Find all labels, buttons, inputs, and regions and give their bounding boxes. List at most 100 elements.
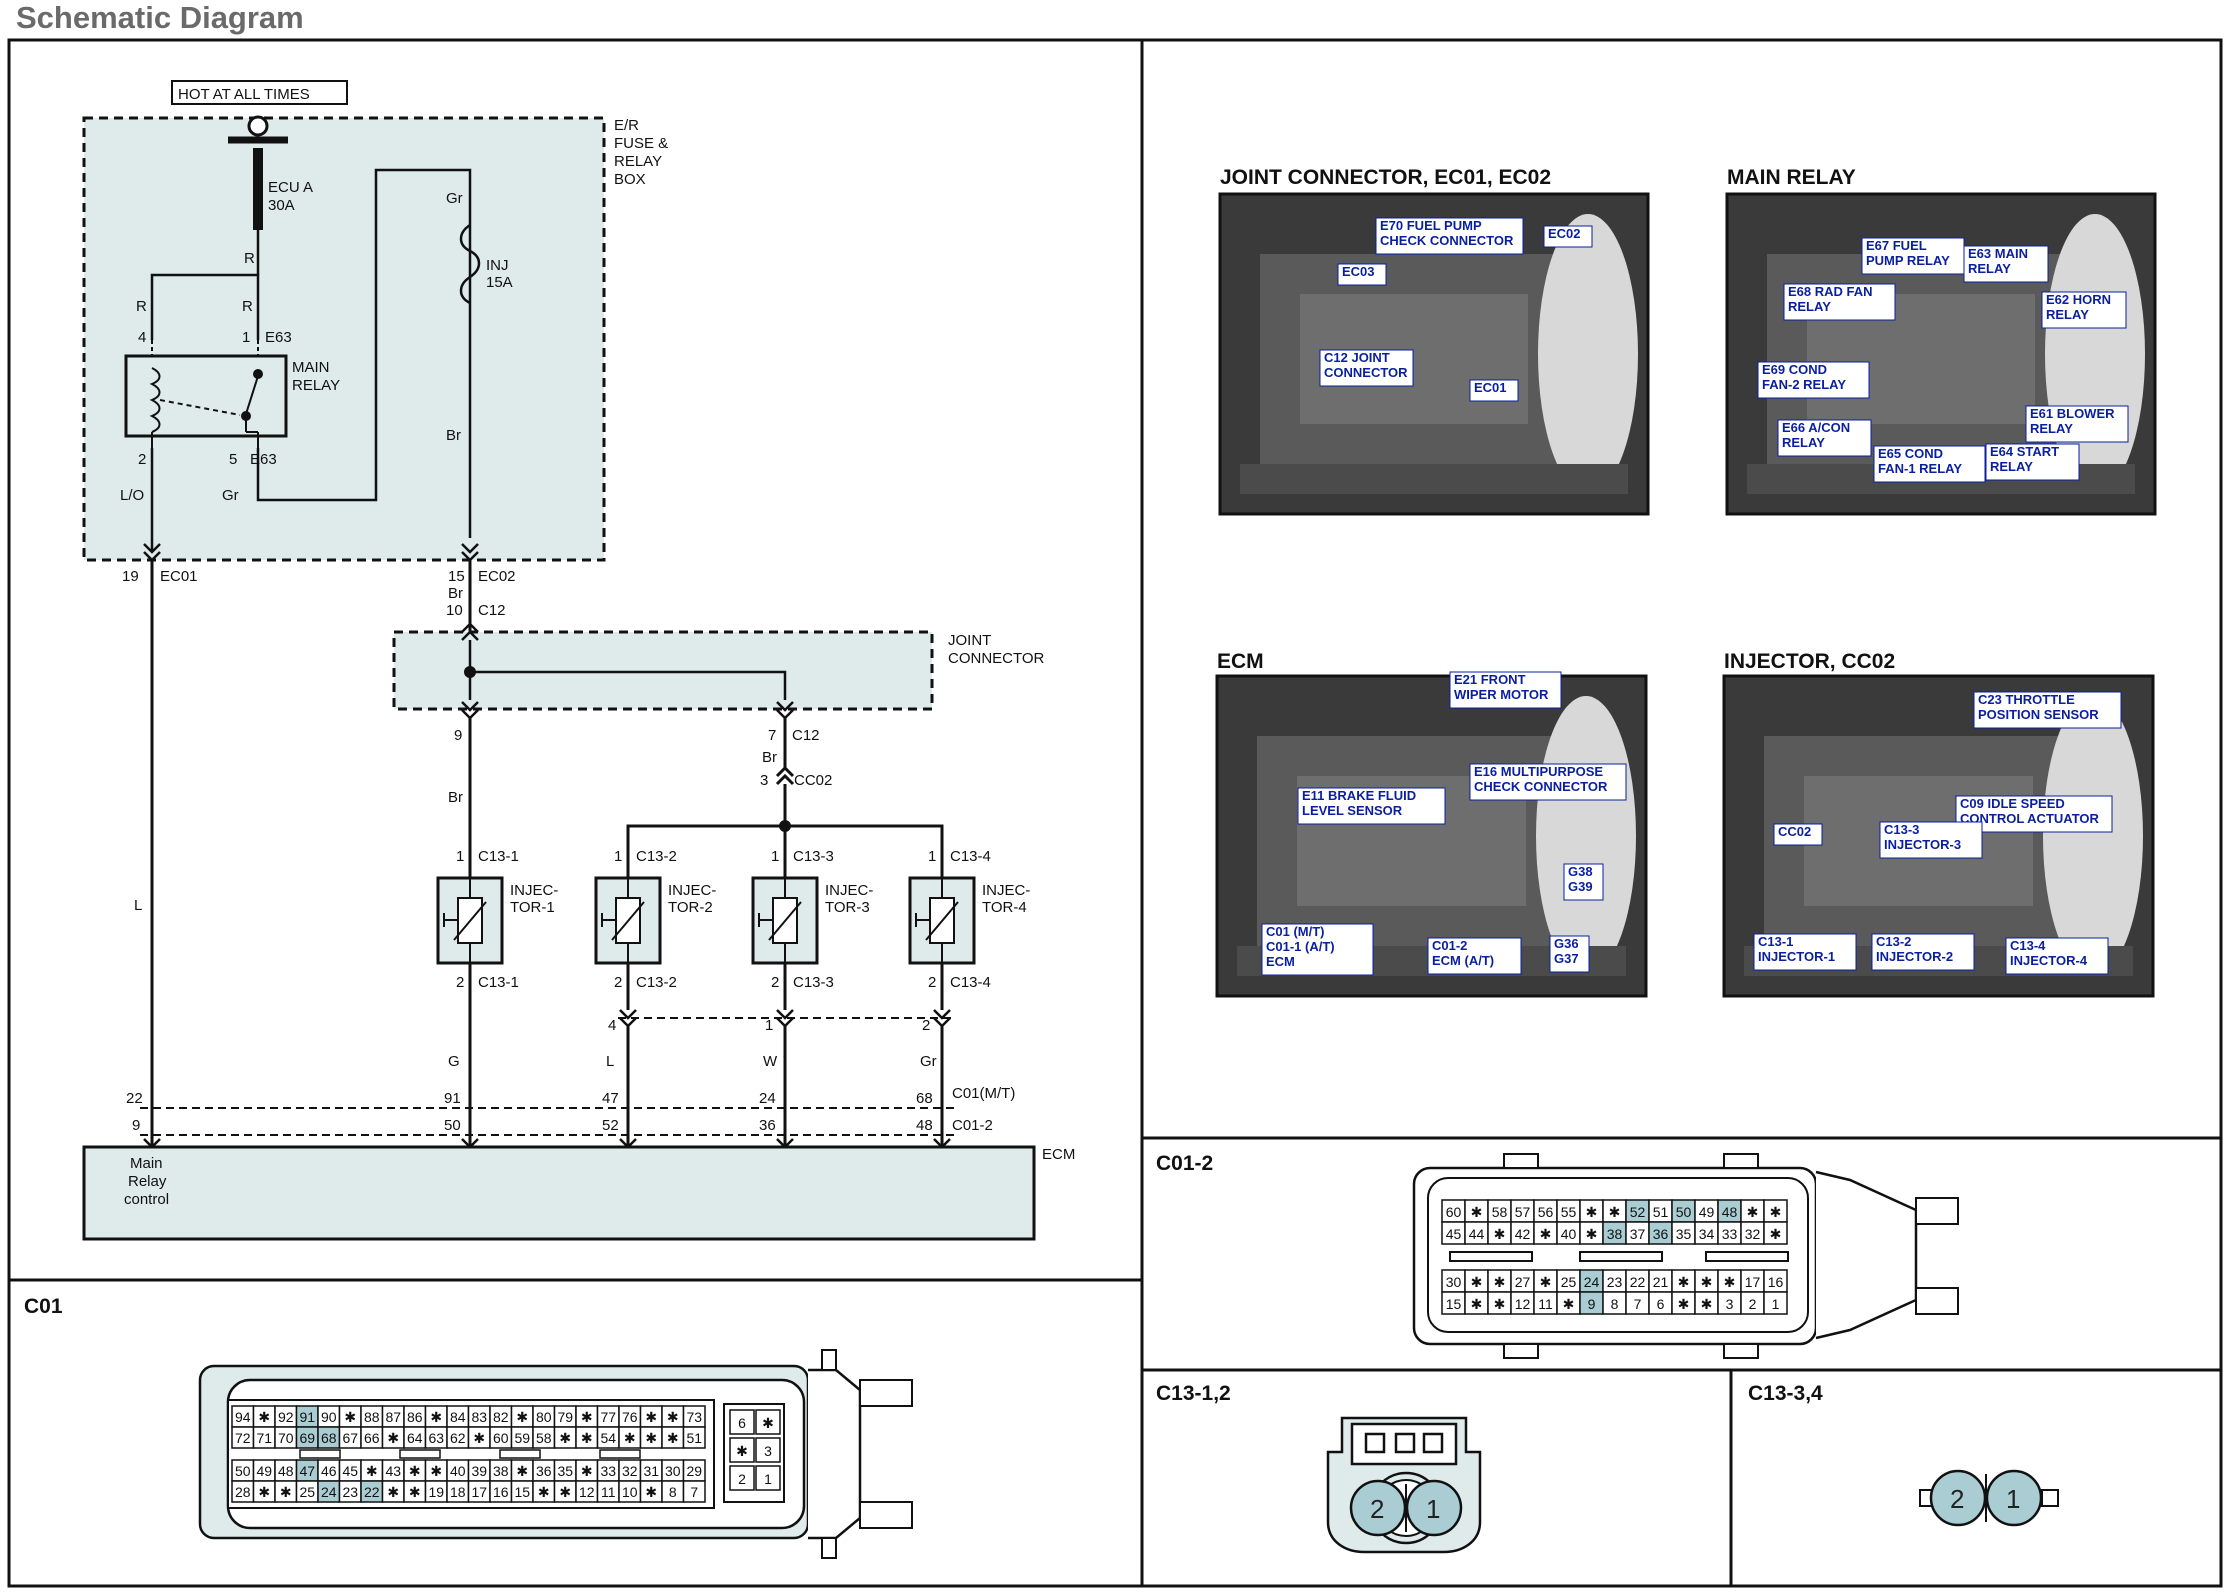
- pin-number: 72: [235, 1430, 251, 1446]
- c12-pin: 10: [446, 602, 463, 619]
- joint-connector-box: [392, 630, 934, 711]
- pin-number: 18: [450, 1484, 466, 1500]
- main-relay-control-3: control: [124, 1191, 169, 1208]
- c01-2-title: C01-2: [1156, 1152, 1213, 1175]
- pin-number: 37: [1630, 1226, 1646, 1242]
- photo-callout-box: [1861, 237, 1965, 275]
- pin-number: 7: [690, 1484, 698, 1500]
- photo-callout-box: [1773, 823, 1823, 846]
- pin-number: 71: [256, 1430, 272, 1446]
- injector-bottom-pin: 2: [456, 974, 464, 991]
- photo-callout-text: E69 COND: [1762, 362, 1827, 377]
- main-relay-label-2: RELAY: [292, 377, 340, 394]
- photo-callout-text: G37: [1554, 951, 1579, 966]
- pin-number: ✱: [736, 1443, 748, 1459]
- pin-number: 90: [321, 1409, 337, 1425]
- cc02-splice-dot: [779, 820, 791, 832]
- pin-number: 9: [1588, 1296, 1596, 1312]
- ecm-main-pin-b: 9: [132, 1117, 140, 1134]
- pin-number: 30: [665, 1463, 681, 1479]
- pin-number: ✱: [1770, 1204, 1782, 1220]
- injector-bottom-pin: 2: [771, 974, 779, 991]
- pin-number: 67: [342, 1430, 358, 1446]
- injector-wire-color: W: [763, 1053, 778, 1070]
- photo-callout-box: [1261, 923, 1374, 976]
- photo-callout-box: [1549, 935, 1590, 973]
- pin-number: 1: [1772, 1296, 1780, 1312]
- ecm-label: ECM: [1042, 1146, 1075, 1163]
- photo-callout-text: PUMP RELAY: [1866, 253, 1950, 268]
- photo-callout-box: [1873, 445, 1986, 483]
- pin-number: 82: [493, 1409, 509, 1425]
- photo-callout-text: RELAY: [2030, 421, 2073, 436]
- pin-number: 16: [1768, 1274, 1784, 1290]
- pin-number: ✱: [387, 1484, 399, 1500]
- pin-number: ✱: [1494, 1274, 1506, 1290]
- pin-cell: [729, 1437, 755, 1463]
- photo-callout-box: [1427, 937, 1522, 975]
- pin-number: ✱: [1678, 1274, 1690, 1290]
- photo-callout-text: E70 FUEL PUMP: [1380, 218, 1482, 233]
- photo-title: MAIN RELAY: [1727, 166, 1856, 189]
- pin-number: 94: [235, 1409, 251, 1425]
- photo-callout-box: [1449, 671, 1562, 709]
- pin-number: 10: [622, 1484, 638, 1500]
- photo-callout-box: [1777, 419, 1872, 457]
- pin-number: 12: [1515, 1296, 1531, 1312]
- relay-pin-4: 4: [138, 329, 146, 346]
- relay-coil-icon: [149, 340, 263, 448]
- wire-gr-fuse: Gr: [446, 190, 463, 207]
- pin-number: 84: [450, 1409, 466, 1425]
- photo-callout-text: INJECTOR-1: [1758, 949, 1835, 964]
- pin-number: ✱: [667, 1409, 679, 1425]
- pin-cell: [729, 1409, 755, 1435]
- photo-callout-box: [1297, 787, 1446, 825]
- c12-label: C12: [478, 602, 506, 619]
- injector-bottom-pin: 2: [928, 974, 936, 991]
- injector-name-2: TOR-3: [825, 899, 870, 916]
- pin-number: 83: [471, 1409, 487, 1425]
- pin-number: 88: [364, 1409, 380, 1425]
- injector-4: 1C13-4INJEC-TOR-42C13-42Gr6848Injector-4…: [908, 848, 1030, 1190]
- pin-number: ✱: [1770, 1226, 1782, 1242]
- pin-number: 48: [278, 1463, 294, 1479]
- jc-pin7: 7: [768, 727, 776, 744]
- c13-34-connector: 2 1: [1919, 1469, 2059, 1527]
- injector-top-pin: 1: [771, 848, 779, 865]
- photo-callout-text: EC01: [1474, 380, 1507, 395]
- pin-number: 60: [1446, 1204, 1462, 1220]
- injector-name-2: TOR-2: [668, 899, 713, 916]
- photo-callout-text: E21 FRONT: [1454, 672, 1526, 687]
- pin-number: 50: [1676, 1204, 1692, 1220]
- injector-bottom-connector: C13-2: [636, 974, 677, 991]
- photo-callout-box: [1783, 283, 1896, 321]
- photo-callout-text: G36: [1554, 936, 1579, 951]
- joint-splice-dot: [464, 666, 476, 678]
- injector-ecm-pin-at: 48: [916, 1117, 933, 1134]
- relay-pin-1: 1: [242, 329, 250, 346]
- photo-callout-text: POSITION SENSOR: [1978, 707, 2099, 722]
- pin-number: 23: [1607, 1274, 1623, 1290]
- injector-ecm-pin-at: 50: [444, 1117, 461, 1134]
- photo-callout-text: E16 MULTIPURPOSE: [1474, 764, 1603, 779]
- pin-number: 36: [536, 1463, 552, 1479]
- pin-number: ✱: [559, 1484, 571, 1500]
- pin-number: ✱: [516, 1463, 528, 1479]
- injector-feed-wires: [468, 718, 944, 872]
- c13-34-title: C13-3,4: [1748, 1382, 1823, 1405]
- pin-number: 76: [622, 1409, 638, 1425]
- c13-12-title: C13-1,2: [1156, 1382, 1231, 1405]
- pin-cell: [755, 1409, 781, 1435]
- photo-callout-text: RELAY: [2046, 307, 2089, 322]
- pin-number: ✱: [1609, 1204, 1621, 1220]
- relay-e63-top: E63: [265, 329, 292, 346]
- c13-12-pin-2-label: 2: [1370, 1494, 1384, 1524]
- injector-top-connector: C13-4: [950, 848, 991, 865]
- pin-number: 31: [643, 1463, 659, 1479]
- injector-ecm-pin-mt: 24: [759, 1090, 776, 1107]
- pin-number: 52: [1630, 1204, 1646, 1220]
- pin-number: ✱: [430, 1463, 442, 1479]
